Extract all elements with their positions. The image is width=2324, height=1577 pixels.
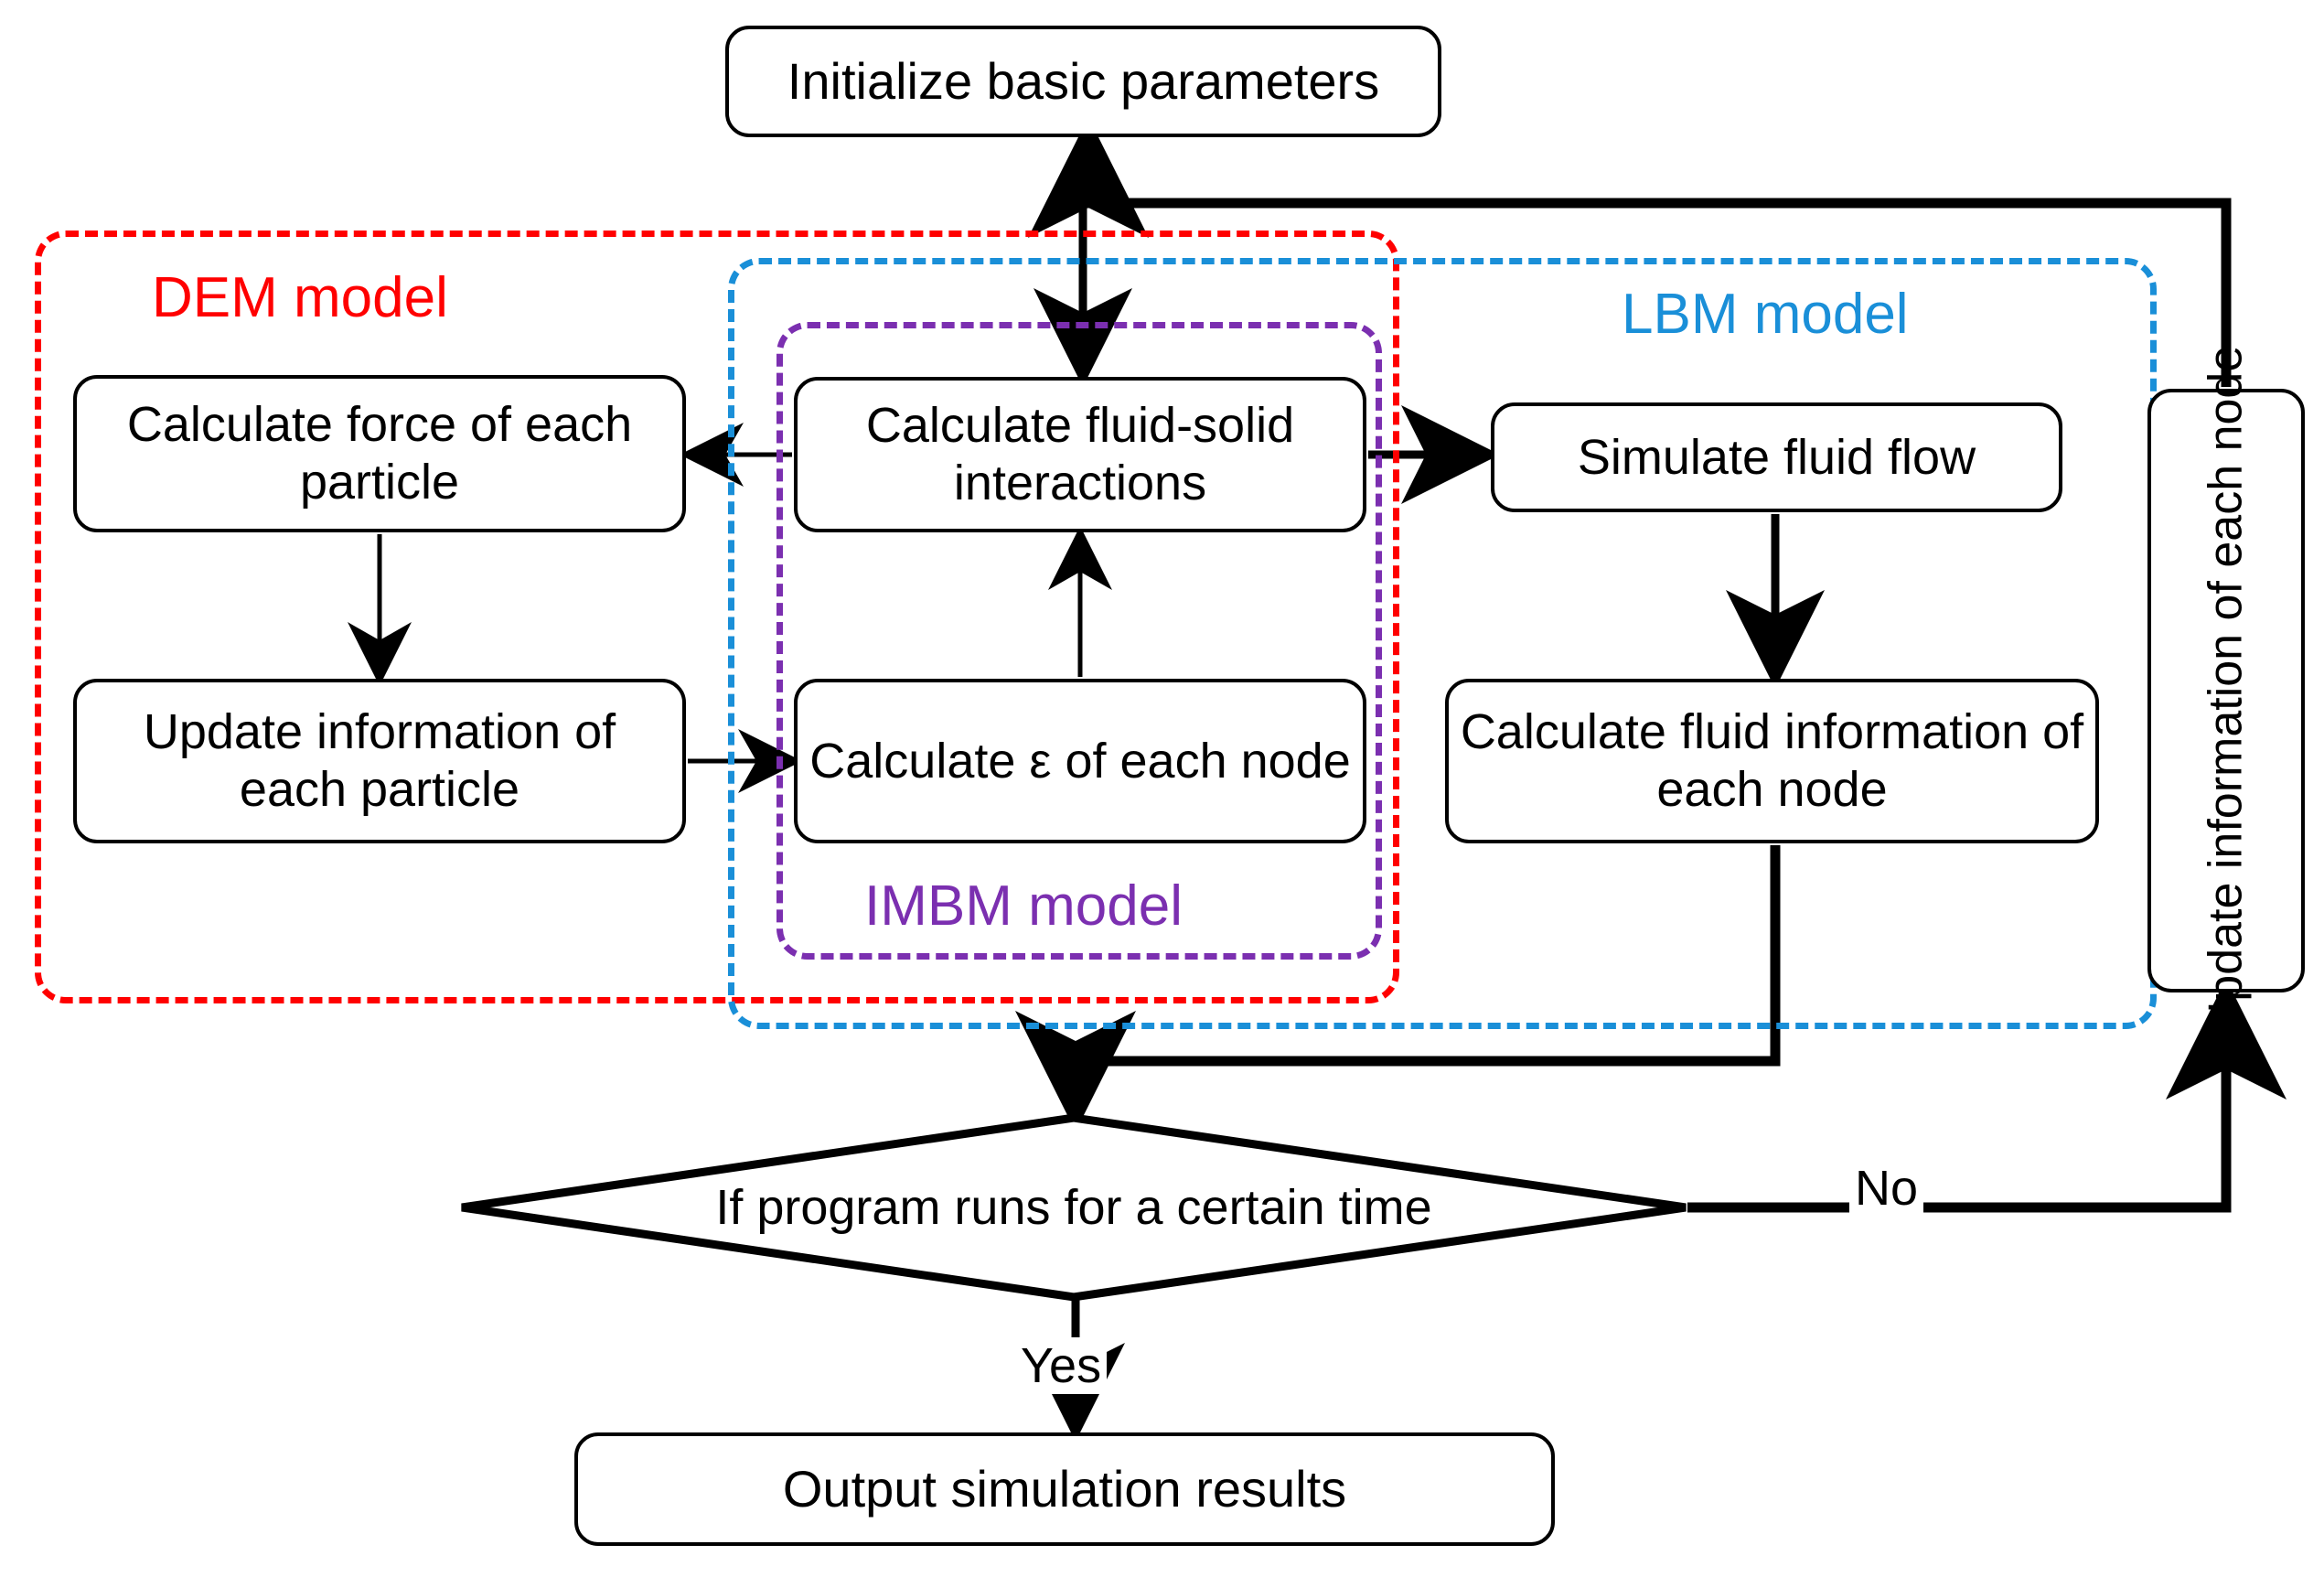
node-label: Calculate force of each particle <box>126 397 633 510</box>
node-label: Calculate fluid information of each node <box>1460 704 2084 817</box>
node-calculate-fluid-solid-interactions[interactable]: Calculate fluid-solid interactions <box>794 377 1366 532</box>
group-label-dem: DEM model <box>152 266 448 329</box>
edge-label-no: No <box>1849 1160 1924 1217</box>
node-simulate-fluid-flow[interactable]: Simulate fluid flow <box>1491 402 2062 512</box>
node-calculate-force-of-each-particle[interactable]: Calculate force of each particle <box>73 375 686 532</box>
node-update-information-of-each-particle[interactable]: Update information of each particle <box>73 679 686 843</box>
node-label: Update information of each node <box>2199 345 2253 1036</box>
node-initialize-basic-parameters[interactable]: Initialize basic parameters <box>725 26 1441 137</box>
edge-fluidinfo-to-decision <box>1015 845 1781 1132</box>
node-label: Initialize basic parameters <box>787 51 1380 110</box>
node-label: Output simulation results <box>782 1459 1347 1518</box>
node-calculate-fluid-information-of-each-node[interactable]: Calculate fluid information of each node <box>1445 679 2099 843</box>
node-label: Calculate ε of each node <box>809 733 1351 788</box>
node-calculate-epsilon-of-each-node[interactable]: Calculate ε of each node <box>794 679 1366 843</box>
node-update-information-of-each-node[interactable]: Update information of each node <box>2147 346 2305 1035</box>
edge-updatenode-to-init <box>1028 117 2232 387</box>
group-label-imbm: IMBM model <box>864 874 1183 938</box>
edge-decision-no-to-updatenode <box>1687 979 2287 1213</box>
decision-diamond <box>461 1113 1687 1302</box>
node-decision-label[interactable]: If program runs for a certain time <box>462 1118 1686 1297</box>
node-output-simulation-results[interactable]: Output simulation results <box>574 1432 1555 1546</box>
node-label: Simulate fluid flow <box>1577 429 1976 485</box>
node-label: Calculate fluid-solid interactions <box>865 398 1295 510</box>
group-label-lbm: LBM model <box>1622 283 1909 346</box>
node-label: Update information of each particle <box>143 704 616 817</box>
edge-label-yes: Yes <box>1015 1337 1108 1394</box>
node-label: If program runs for a certain time <box>715 1179 1432 1235</box>
group-box-dem <box>35 231 1399 1003</box>
